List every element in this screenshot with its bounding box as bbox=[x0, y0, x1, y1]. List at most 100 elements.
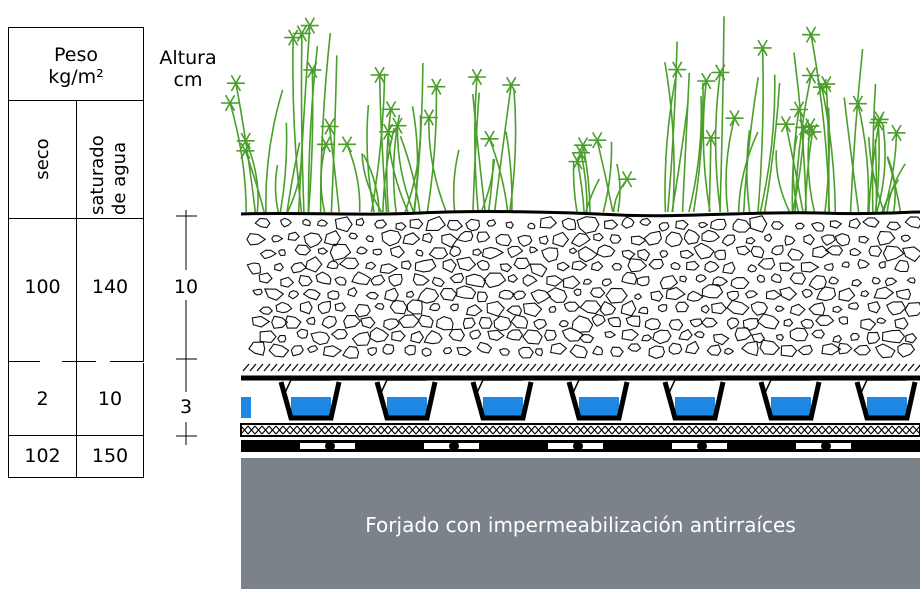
flower-petal bbox=[891, 124, 898, 134]
pebble bbox=[369, 326, 390, 343]
vegetation bbox=[221, 16, 906, 213]
pebble bbox=[569, 344, 588, 359]
leaf bbox=[868, 119, 881, 213]
pebble bbox=[857, 258, 870, 269]
flower-petal bbox=[891, 132, 898, 142]
flower-petal bbox=[476, 76, 483, 86]
pebble bbox=[507, 273, 519, 283]
flower-petal bbox=[341, 136, 348, 145]
flower-petal bbox=[719, 64, 726, 73]
pebble bbox=[838, 316, 849, 325]
pebble bbox=[693, 242, 715, 260]
flower-petal bbox=[471, 68, 478, 78]
flower-petal bbox=[621, 178, 628, 188]
pebble bbox=[693, 331, 705, 339]
table-divider bbox=[76, 362, 77, 435]
pebble bbox=[858, 235, 870, 244]
leaf bbox=[876, 124, 886, 213]
flower-petal bbox=[245, 140, 251, 149]
pebble bbox=[723, 347, 735, 355]
pebble bbox=[317, 247, 329, 255]
pebble bbox=[789, 303, 806, 317]
pebble bbox=[689, 318, 704, 328]
pebble bbox=[290, 261, 308, 274]
leaf bbox=[667, 41, 678, 213]
pebble bbox=[832, 305, 843, 313]
pebble bbox=[759, 339, 781, 355]
pebble bbox=[343, 315, 362, 329]
flower-petal bbox=[240, 150, 247, 159]
pebble bbox=[904, 332, 918, 344]
leaf bbox=[737, 131, 759, 213]
hatch-stroke bbox=[242, 363, 250, 372]
mat-stroke bbox=[331, 425, 340, 435]
mat-stroke bbox=[842, 425, 851, 435]
pebble bbox=[784, 235, 796, 246]
pebble bbox=[779, 286, 798, 301]
pebble bbox=[620, 299, 637, 317]
flower-petal bbox=[240, 142, 247, 152]
pebble bbox=[316, 219, 329, 227]
pebble bbox=[327, 290, 340, 300]
mat-stroke bbox=[387, 425, 396, 435]
leaf bbox=[719, 16, 725, 213]
flower-petal bbox=[757, 47, 764, 57]
leaf bbox=[742, 77, 759, 213]
mat-stroke bbox=[520, 425, 529, 435]
flower-petal bbox=[346, 136, 353, 145]
table-header: Peso kg/m² bbox=[48, 44, 104, 88]
pebble bbox=[815, 314, 835, 326]
mat-stroke bbox=[905, 425, 914, 435]
leaf bbox=[763, 82, 781, 213]
pebble bbox=[414, 258, 437, 273]
pebble bbox=[701, 229, 721, 243]
pebble bbox=[747, 264, 758, 273]
flower-petal bbox=[235, 75, 242, 84]
pebble bbox=[848, 302, 860, 310]
pebble bbox=[829, 220, 843, 229]
pebble bbox=[744, 290, 759, 299]
hatch-stroke bbox=[305, 363, 313, 372]
flower-petal bbox=[240, 140, 247, 150]
mat-stroke bbox=[485, 425, 494, 435]
flower-petal bbox=[715, 64, 721, 73]
pebble bbox=[712, 333, 730, 346]
pebble bbox=[902, 246, 920, 263]
pebble bbox=[533, 318, 548, 331]
pebble bbox=[356, 246, 368, 255]
leaf bbox=[807, 125, 816, 213]
pebble bbox=[342, 345, 360, 359]
leaf bbox=[886, 156, 896, 213]
pebble bbox=[638, 306, 649, 315]
flower-petal bbox=[488, 130, 495, 140]
leaf bbox=[868, 137, 885, 213]
pebble bbox=[591, 313, 606, 327]
pebble bbox=[486, 300, 506, 317]
mat-stroke bbox=[877, 425, 886, 435]
mat-stroke bbox=[891, 425, 900, 435]
hatch-stroke bbox=[536, 363, 544, 372]
pebble bbox=[648, 258, 664, 270]
pebble bbox=[886, 301, 907, 316]
leaf bbox=[725, 117, 736, 213]
pebble bbox=[824, 262, 834, 271]
hatch-stroke bbox=[809, 363, 817, 372]
pebble bbox=[486, 219, 497, 227]
hatch-stroke bbox=[431, 363, 439, 372]
leaf bbox=[300, 33, 305, 213]
pebble bbox=[686, 290, 704, 302]
hatch-stroke bbox=[263, 363, 271, 372]
leaf bbox=[488, 138, 509, 213]
wet-value-drainage: 10 bbox=[97, 388, 123, 410]
leaf bbox=[791, 127, 805, 213]
water-reservoir bbox=[867, 397, 907, 418]
mat-stroke bbox=[730, 425, 739, 435]
flower-petal bbox=[244, 142, 251, 152]
pebble bbox=[851, 278, 863, 287]
pebble bbox=[510, 314, 529, 329]
hatch-stroke bbox=[865, 363, 873, 372]
leaf bbox=[664, 69, 678, 213]
pebble bbox=[601, 278, 613, 287]
leaf bbox=[759, 74, 776, 213]
